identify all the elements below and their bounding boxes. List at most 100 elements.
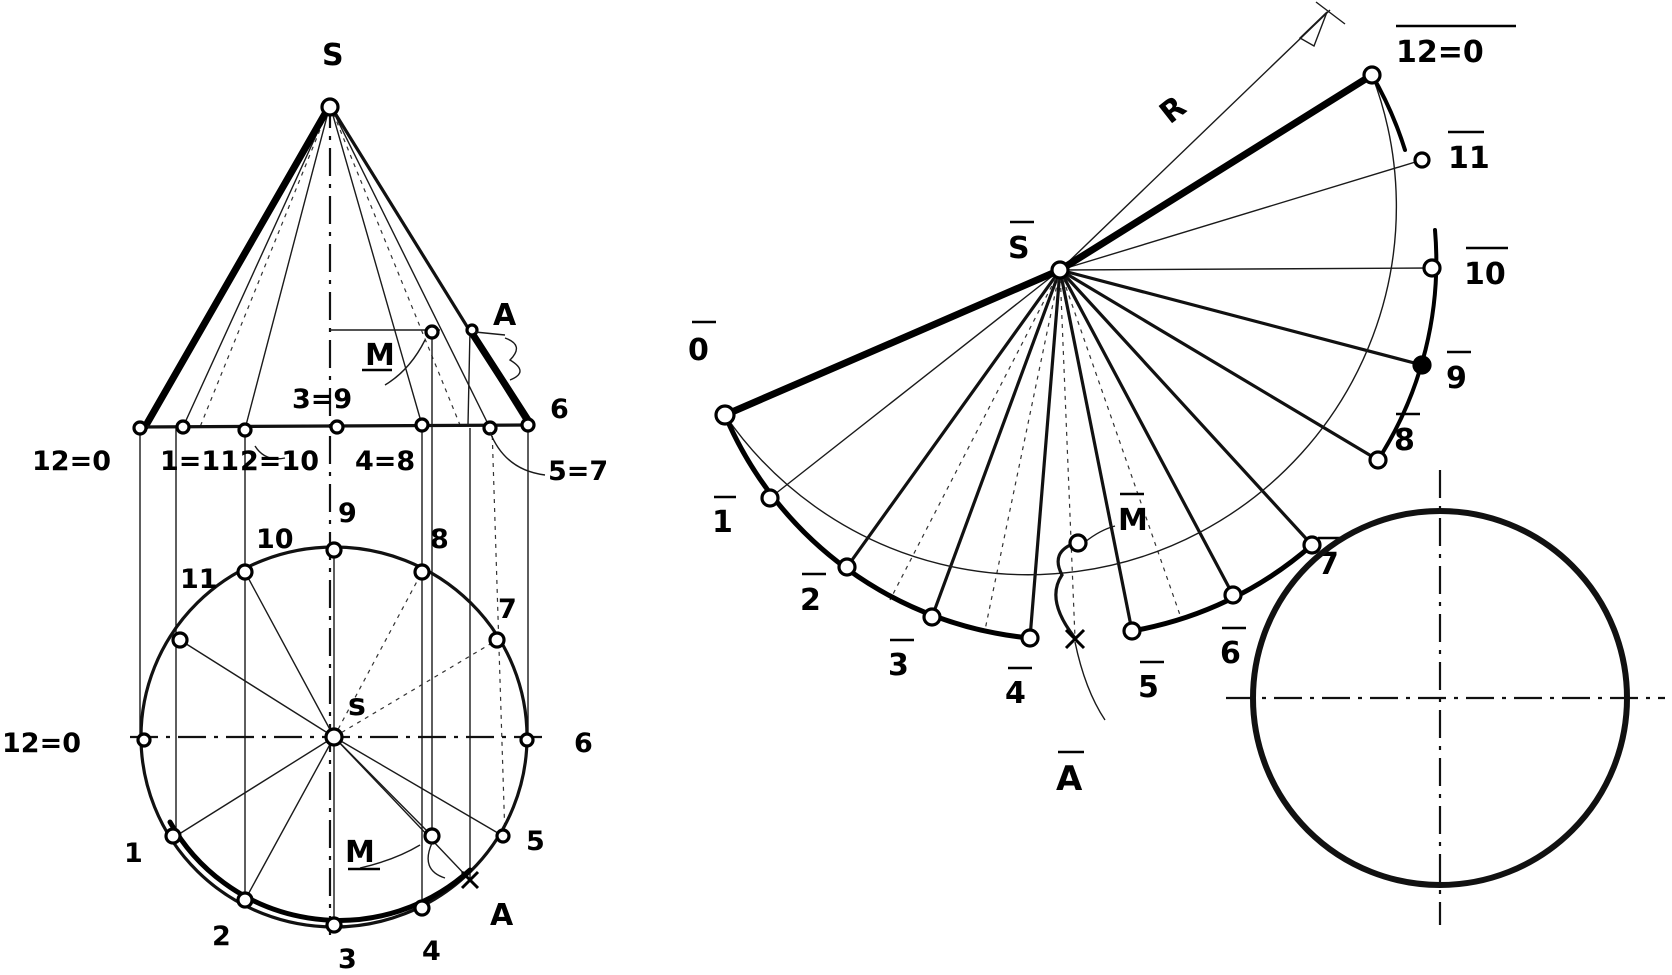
top-label-3: 3	[338, 944, 357, 975]
dev-ray-11	[1059, 159, 1423, 271]
top-radial-5	[333, 736, 504, 837]
development-view: S R 0 1 2 3 4 5 6 7 8 9 10 11 12=0 M A	[688, 1, 1516, 799]
front-point-m	[424, 324, 440, 340]
top-label-8: 8	[430, 524, 449, 555]
proj-5	[491, 426, 506, 839]
dev-label-0: 0	[688, 333, 709, 368]
dev-ray-hidden-c	[889, 269, 1061, 601]
dev-point-5	[1122, 621, 1142, 641]
dev-ray-7	[1058, 268, 1314, 547]
top-point-9	[325, 541, 343, 559]
top-label-a: A	[490, 898, 514, 933]
dev-point-12	[1362, 65, 1382, 85]
front-generator-5-7	[329, 104, 491, 429]
top-point-a-cross	[460, 870, 480, 890]
dev-m-path	[1054, 541, 1077, 639]
dev-label-12: 12=0	[1396, 35, 1484, 70]
dev-ray-4	[1028, 269, 1062, 639]
front-generator-hidden-1	[199, 104, 331, 428]
dev-arc-outline	[724, 74, 1398, 576]
dev-ray-hidden-a	[984, 269, 1061, 631]
front-point-3-9	[329, 419, 345, 435]
front-a-to-base	[467, 329, 471, 426]
front-m-leader	[384, 339, 426, 386]
front-label-1-11: 1=11	[160, 446, 239, 477]
dev-point-6	[1223, 585, 1243, 605]
front-point-12-0	[132, 420, 148, 436]
top-label-5: 5	[526, 826, 545, 857]
dev-a-leader	[1074, 641, 1106, 721]
dev-apex-label: S	[1008, 231, 1030, 266]
top-radial-1	[175, 736, 335, 837]
top-label-m: M	[345, 835, 375, 870]
top-label-2: 2	[212, 921, 231, 952]
dev-label-8: 8	[1394, 423, 1415, 458]
top-radial-2	[244, 736, 335, 901]
dev-radius-tick	[1315, 1, 1346, 25]
dev-label-9: 9	[1446, 361, 1467, 396]
dev-point-a-cross	[1064, 628, 1086, 650]
top-point-11	[171, 631, 189, 649]
front-a-segment	[466, 326, 532, 424]
dev-m-leader	[1084, 525, 1116, 543]
top-point-7	[488, 631, 506, 649]
dev-edge-12	[1056, 71, 1376, 274]
dev-ray-8	[1059, 268, 1379, 462]
dev-ray-2	[845, 269, 1062, 568]
dev-ray-3	[930, 269, 1062, 618]
front-5-7-leader	[489, 431, 546, 476]
top-point-2	[236, 891, 254, 909]
top-front-arc	[167, 819, 473, 923]
dev-overbars	[692, 24, 1516, 754]
dev-label-6: 6	[1220, 636, 1241, 671]
dev-ray-9	[1059, 268, 1423, 367]
front-label-3-9: 3=9	[292, 384, 352, 415]
top-point-3	[325, 916, 343, 934]
top-label-9: 9	[338, 498, 357, 529]
dev-edge-0	[721, 266, 1064, 419]
top-label-6: 6	[574, 728, 593, 759]
top-radial-11	[179, 639, 335, 738]
dev-label-10: 10	[1464, 257, 1506, 292]
dev-point-2	[837, 557, 857, 577]
front-generator-1-11	[182, 104, 331, 428]
front-point-4-8	[414, 417, 430, 433]
dev-label-m: M	[1118, 503, 1148, 538]
dev-arc-visible-4	[1370, 73, 1407, 152]
top-view: s 12=0 1 2 3 4 5 6 7 8 9 10 11 A M	[2, 498, 593, 975]
dev-point-m	[1068, 533, 1088, 553]
front-point-6	[520, 417, 536, 433]
dev-ray-1	[769, 269, 1061, 499]
dev-label-5: 5	[1138, 670, 1159, 705]
dev-label-2: 2	[800, 583, 821, 618]
dev-radius-label: R	[1153, 89, 1193, 131]
front-apex-label: S	[322, 38, 344, 73]
front-point-a	[465, 323, 479, 337]
top-radial-10	[244, 571, 335, 738]
front-point-2-10	[237, 422, 253, 438]
dev-ray-6	[1058, 269, 1235, 596]
dev-point-3	[922, 607, 942, 627]
dev-ray-5	[1058, 269, 1134, 632]
front-label-a: A	[493, 298, 517, 333]
front-left-contour	[141, 101, 334, 431]
dev-ray-a	[1059, 269, 1076, 639]
top-m-leader	[359, 842, 446, 879]
front-point-1-11	[175, 419, 191, 435]
base-circle-view	[1226, 470, 1665, 925]
dev-point-4	[1020, 628, 1040, 648]
front-label-5-7: 5=7	[548, 456, 608, 487]
front-generator-hidden-2	[329, 104, 461, 426]
dev-ray-hidden-b	[1059, 269, 1181, 616]
top-label-11: 11	[180, 564, 218, 595]
top-point-4	[413, 899, 431, 917]
front-label-m: M	[365, 338, 395, 373]
dev-point-10	[1422, 258, 1442, 278]
front-generator-2-10	[244, 104, 331, 430]
dev-radius-line	[1059, 9, 1331, 271]
front-label-4-8: 4=8	[355, 446, 415, 477]
front-label-6: 6	[550, 394, 569, 425]
top-center-label: s	[348, 688, 366, 723]
dev-point-7	[1302, 535, 1322, 555]
